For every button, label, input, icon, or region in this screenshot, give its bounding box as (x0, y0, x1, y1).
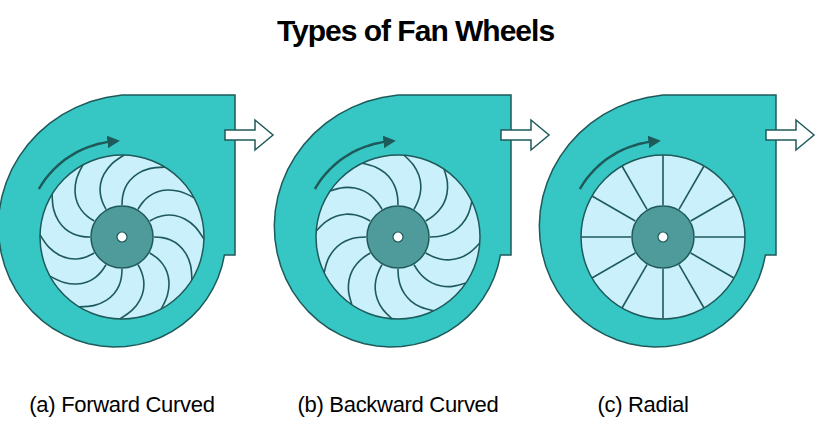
blade (695, 236, 745, 238)
fan-wheel (0, 95, 273, 347)
title: Types of Fan Wheels (277, 14, 554, 48)
blade (691, 253, 734, 278)
blade (622, 166, 647, 209)
housing (539, 95, 776, 347)
blade (691, 196, 734, 221)
blade (404, 155, 421, 209)
blade (426, 243, 480, 260)
impeller-disc (581, 155, 745, 319)
blade (679, 166, 704, 209)
blade (150, 253, 169, 309)
blade (362, 163, 398, 205)
shaft (658, 232, 668, 242)
caption: (b) Backward Curved (298, 392, 499, 418)
blade (330, 187, 382, 209)
blade (430, 201, 472, 237)
outlet-arrow (225, 120, 273, 150)
blade (662, 155, 664, 205)
blade (100, 155, 124, 209)
fan-wheel (539, 95, 814, 347)
blade (398, 269, 434, 311)
hub (367, 206, 429, 268)
housing (274, 95, 511, 347)
blade (154, 237, 192, 280)
caption: (c) Radial (597, 392, 688, 418)
shaft (393, 232, 403, 242)
hub (632, 206, 694, 268)
blade (120, 265, 144, 319)
blade (40, 235, 94, 259)
hub (91, 206, 153, 268)
blade (50, 265, 106, 284)
outlet-arrow (501, 120, 549, 150)
blade (324, 237, 366, 273)
blade (122, 167, 165, 205)
blade (592, 196, 635, 221)
blade (150, 215, 204, 239)
housing (0, 95, 235, 347)
blade (622, 265, 647, 308)
blade (316, 214, 370, 231)
outlet-arrow (766, 120, 814, 150)
blade (75, 165, 94, 221)
blade (679, 265, 704, 308)
blade (592, 253, 635, 278)
caption: (a) Forward Curved (29, 392, 214, 418)
blade (79, 269, 122, 307)
blade (581, 236, 631, 238)
blade (426, 169, 448, 221)
blade (52, 194, 90, 237)
blade (662, 269, 664, 319)
blade (348, 253, 370, 305)
blade (414, 265, 466, 287)
blade (138, 190, 194, 209)
blade (375, 265, 392, 319)
impeller-disc (40, 155, 204, 319)
impeller-disc (316, 155, 480, 319)
shaft (117, 232, 127, 242)
fan-wheel (274, 95, 549, 347)
